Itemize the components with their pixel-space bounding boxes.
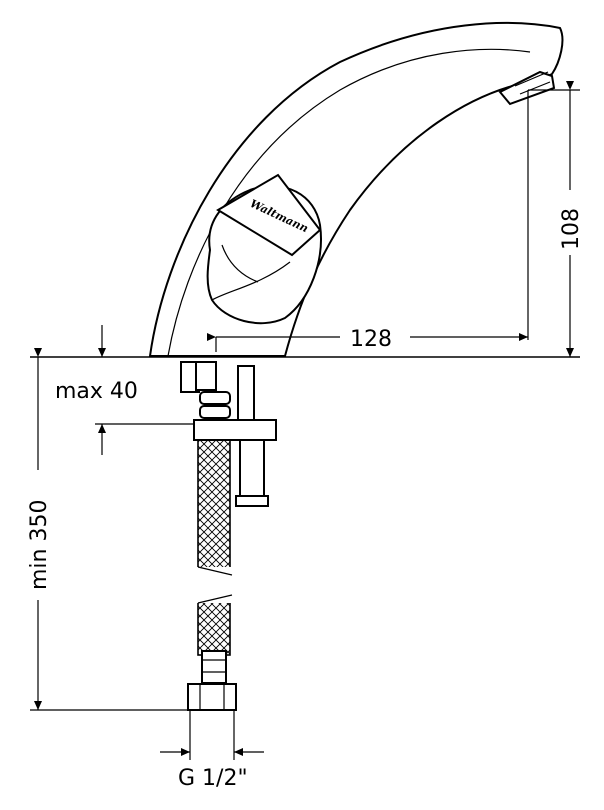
handle-cap: [216, 173, 322, 257]
dimension-min-length: min 350: [27, 348, 190, 711]
height-label: 108: [559, 208, 584, 250]
braided-hose: [187, 439, 237, 711]
min-label: min 350: [27, 500, 52, 590]
dimension-max-thickness: max 40: [55, 325, 194, 455]
spout-body: [148, 21, 564, 357]
thread-label: G 1/2": [178, 766, 248, 791]
dimension-width: 128: [207, 90, 529, 352]
dimension-thread: G 1/2": [160, 710, 264, 791]
dimension-height: 108: [528, 81, 584, 357]
max-label: max 40: [55, 379, 138, 404]
mounting-shank: [180, 361, 277, 507]
aerator-outlet: [498, 70, 556, 106]
thread-nut: [187, 683, 237, 711]
width-label: 128: [350, 327, 392, 352]
lever-handle: Waltmann: [206, 173, 322, 325]
